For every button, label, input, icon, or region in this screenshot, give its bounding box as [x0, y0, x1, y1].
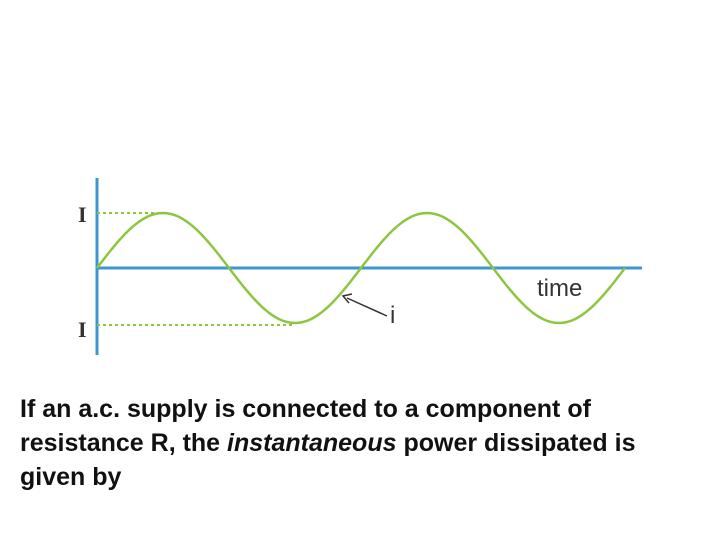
caption-part-1: If an a.c. supply is connected to a comp… — [20, 395, 591, 457]
caption-text: If an a.c. supply is connected to a comp… — [20, 392, 700, 494]
sine-curve — [96, 211, 626, 325]
caption-emphasis: instantaneous — [227, 429, 397, 457]
curve-pointer-arrowhead — [341, 293, 353, 304]
time-axis-label: time — [537, 275, 582, 302]
curve-label: i — [390, 302, 395, 329]
peak-label-top: I — [78, 202, 87, 227]
sine-wave-diagram: I I time i — [78, 178, 642, 355]
curve-pointer-line — [346, 297, 388, 317]
caption-part-2: power dissipated is given by — [20, 429, 636, 491]
peak-label-bottom: I — [78, 317, 87, 342]
